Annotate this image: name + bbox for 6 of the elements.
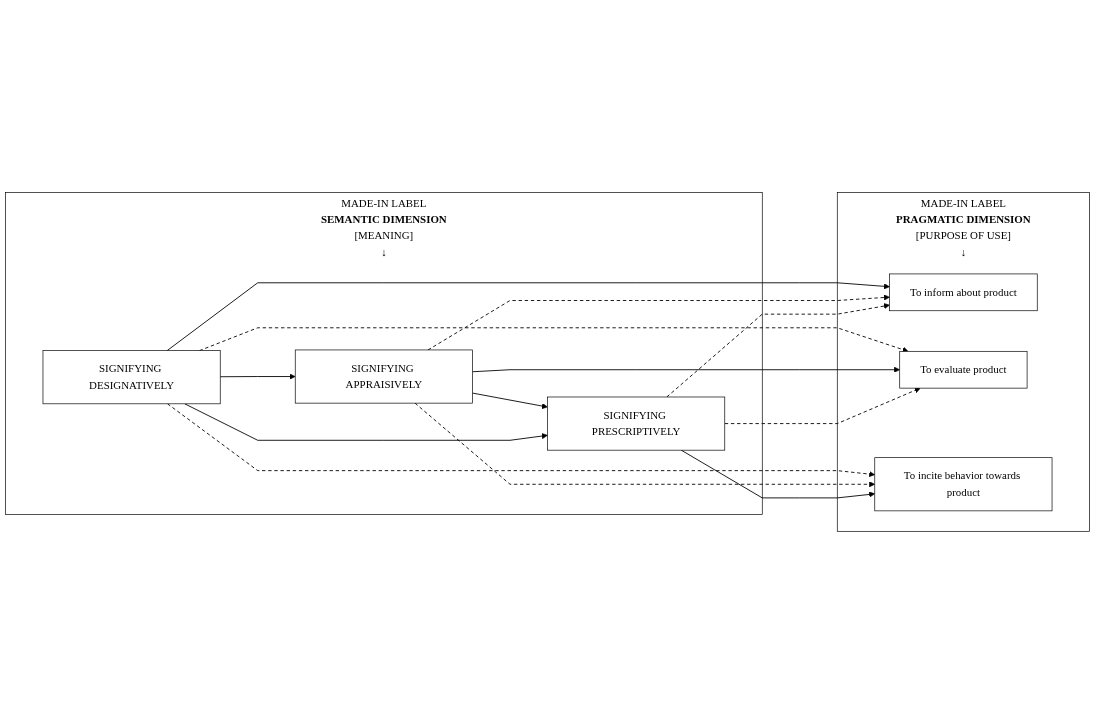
node-box: SIGNIFYING DESIGNATIVELY xyxy=(42,349,221,404)
node-box: SIGNIFYING PRESCRIPTIVELY xyxy=(547,396,726,451)
node-box: To incite behavior towards product xyxy=(874,456,1053,511)
node-box: To evaluate product xyxy=(899,350,1028,389)
node-box: To inform about product xyxy=(889,273,1038,311)
node-box: SIGNIFYING APPRAISIVELY xyxy=(294,349,473,404)
